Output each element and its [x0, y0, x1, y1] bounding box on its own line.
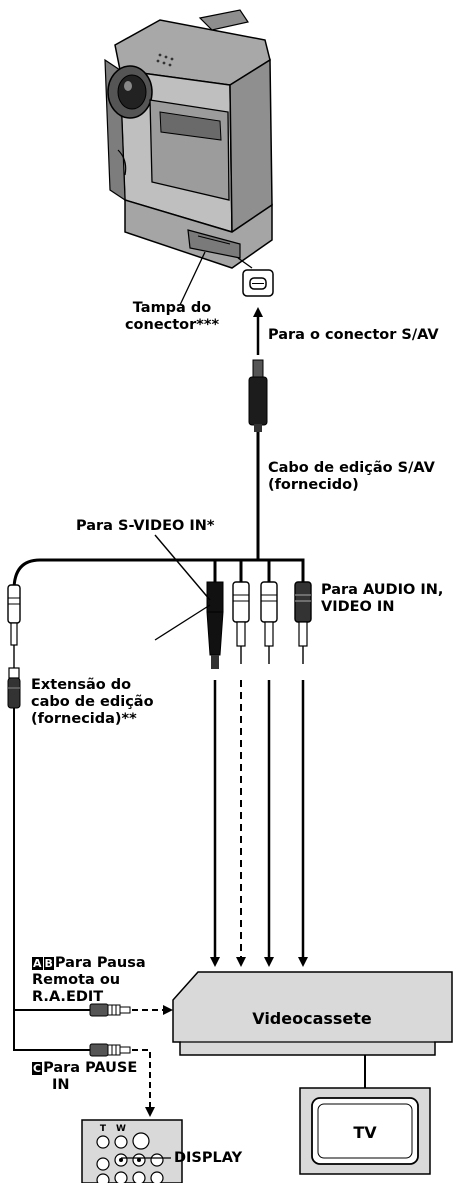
badge-c: C	[32, 1062, 43, 1075]
arrow-to-remote	[132, 1049, 155, 1117]
extension-line-1: Extensão do	[31, 677, 132, 693]
extension-line-2: cabo de edição	[31, 694, 154, 710]
sav-connector-label: Para o conector S/AV	[268, 327, 439, 343]
tv-label: TV	[353, 1123, 377, 1142]
svideo-leader	[154, 534, 211, 601]
rca-plug-dark	[294, 581, 312, 664]
remote-pause-text-2: Remota ou	[32, 972, 121, 988]
cable-harness	[12, 558, 305, 591]
extension-line-3: (fornecida)**	[31, 711, 137, 727]
sav-plug-icon	[248, 359, 268, 432]
sav-cable-label: Cabo de edição S/AV (fornecido)	[268, 460, 435, 494]
svideo-in-label: Para S-VIDEO IN*	[76, 518, 215, 534]
cover-label-line-1: Tampa do	[132, 300, 212, 316]
sav-cable-line-1: Cabo de edição S/AV	[268, 460, 435, 476]
cover-label: Tampa do conector***	[112, 300, 232, 334]
svideo-plug-icon	[206, 581, 224, 669]
remote-pause-text-3: R.A.EDIT	[32, 989, 104, 1005]
rca-plug-white-2	[260, 581, 278, 664]
tv-icon: TV	[299, 1055, 431, 1175]
display-label: DISPLAY	[174, 1150, 243, 1166]
remote-key-t: T	[100, 1124, 107, 1134]
remote-control-icon: T W	[81, 1119, 183, 1187]
audio-video-line-1: Para AUDIO IN,	[321, 582, 444, 598]
pause-in-text-2: IN	[52, 1077, 70, 1093]
badge-a: A	[32, 957, 43, 970]
rca-plug-white-1	[232, 581, 250, 664]
audio-video-in-label: Para AUDIO IN, VIDEO IN	[321, 582, 443, 616]
vcr-icon: Videocassete	[172, 971, 453, 1056]
sav-jack-icon	[242, 269, 274, 297]
audio-video-line-2: VIDEO IN	[321, 599, 395, 615]
pause-in-text-1: Para PAUSE	[43, 1060, 138, 1076]
badge-b: B	[43, 957, 54, 970]
plug-pause-in-icon	[89, 1043, 131, 1057]
remote-pause-text-1: Para Pausa	[54, 955, 146, 971]
camcorder-icon	[104, 9, 273, 306]
remote-key-w: W	[116, 1124, 126, 1134]
extension-label: Extensão do cabo de edição (fornecida)**	[31, 677, 154, 728]
cover-label-line-2: conector***	[124, 317, 220, 333]
sav-cable-line-2: (fornecido)	[268, 477, 359, 493]
left-plug-icon	[7, 584, 21, 709]
extension-cable	[13, 708, 90, 1051]
plug-remote-pause-icon	[89, 1003, 131, 1017]
vcr-label: Videocassete	[252, 1009, 372, 1028]
